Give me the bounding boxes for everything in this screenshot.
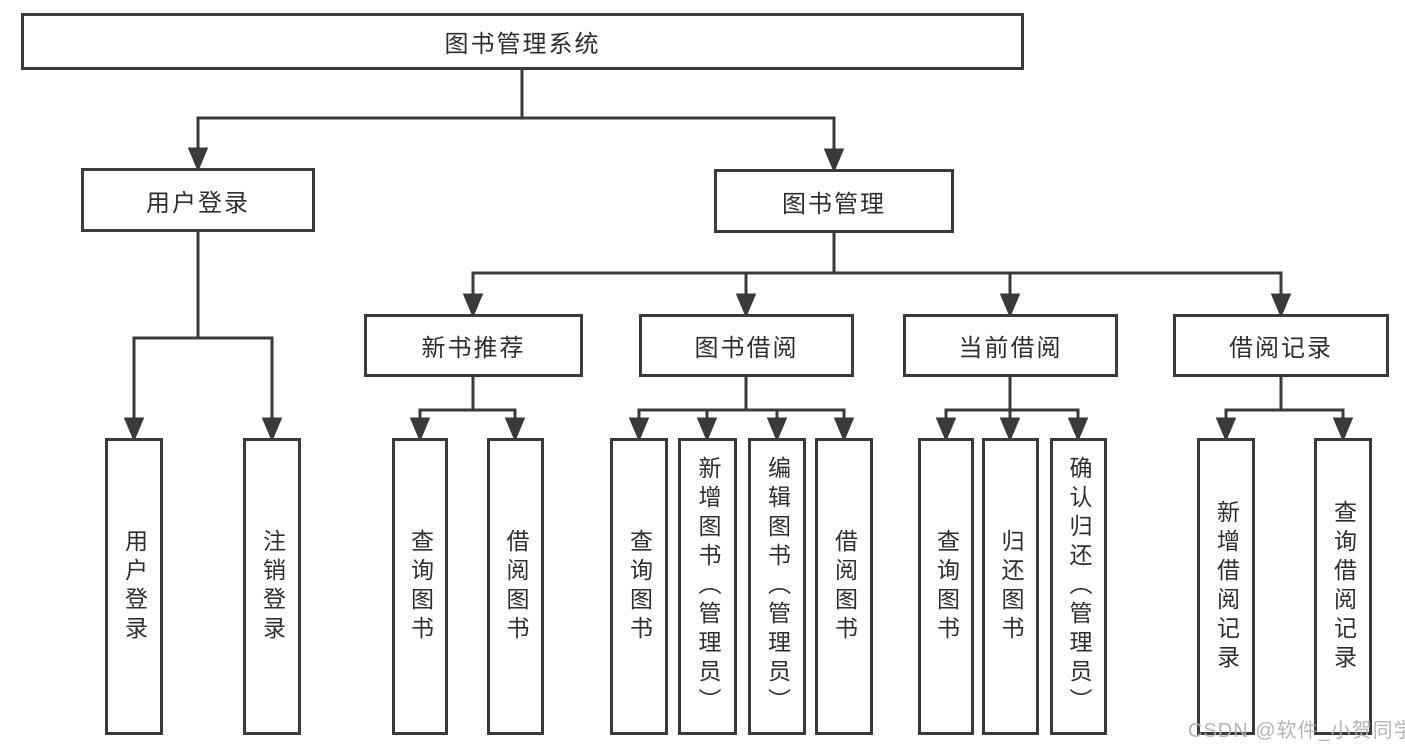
node-root-label: 图书管理系统 [444,31,601,58]
arrowhead [935,417,957,442]
node-user-login-action: 用户登录 [105,438,163,735]
node-borrow-books-1: 借阅图书 [487,438,544,735]
node-query-books-3: 查询图书 [918,438,974,735]
node-current-borrow-label: 当前借阅 [958,335,1063,362]
node-root: 图书管理系统 [21,13,1024,70]
connector-root-to-level2 [187,68,845,173]
arrowhead [409,417,431,442]
node-query-borrow-record-label: 查询借阅记录 [1330,499,1357,674]
node-confirm-return-admin: 确认归还（管理员） [1050,438,1107,735]
arrowhead [735,293,757,318]
node-logout-action: 注销登录 [243,438,301,735]
node-query-books-1-label: 查询图书 [407,528,434,645]
arrowhead [999,417,1021,442]
node-book-management-label: 图书管理 [782,190,886,218]
node-add-books-admin: 新增图书（管理员） [678,438,737,735]
arrowhead [462,293,484,318]
node-edit-books-admin-label: 编辑图书（管理员） [764,456,791,717]
node-book-management: 图书管理 [714,169,954,233]
node-query-books-2: 查询图书 [610,438,668,735]
arrowhead [833,417,855,442]
node-user-login-label: 用户登录 [146,189,250,217]
node-add-books-admin-label: 新增图书（管理员） [695,456,721,717]
connector-book-borrow-group [628,375,855,442]
node-query-books-3-label: 查询图书 [933,528,960,645]
node-borrow-books-1-label: 借阅图书 [503,528,529,645]
node-new-book-recommend-label: 新书推荐 [421,335,526,362]
connector-current-borrow-group [935,375,1089,442]
node-borrow-books-2-label: 借阅图书 [831,528,858,645]
arrowhead [1215,417,1237,442]
node-borrow-books-2: 借阅图书 [815,438,873,735]
node-user-login-action-label: 用户登录 [121,528,148,645]
node-query-books-1: 查询图书 [392,438,448,735]
arrowhead [696,417,718,442]
arrowhead [628,417,650,442]
node-book-borrow: 图书借阅 [639,314,854,377]
node-add-borrow-record-label: 新增借阅记录 [1213,499,1240,674]
node-new-book-recommend: 新书推荐 [364,314,583,377]
arrowhead [1332,417,1354,442]
node-return-books: 归还图书 [982,438,1039,735]
node-return-books-label: 归还图书 [998,528,1024,645]
node-confirm-return-admin-label: 确认归还（管理员） [1066,456,1092,717]
connector-user-login-group [123,230,283,442]
connector-borrow-record-group [1215,375,1354,442]
arrowhead [1270,293,1292,318]
arrowhead [123,417,145,442]
node-book-borrow-label: 图书借阅 [694,335,799,362]
arrowhead [766,417,788,442]
arrowhead [823,148,845,173]
connector-new-books-group [409,375,526,442]
node-edit-books-admin: 编辑图书（管理员） [748,438,806,735]
arrowhead [1067,417,1089,442]
node-current-borrow: 当前借阅 [903,314,1118,377]
arrowhead [261,417,283,442]
arrowhead [187,147,209,172]
arrowhead [504,417,526,442]
connector-book-mgmt-to-level3 [462,231,1292,318]
node-borrow-record: 借阅记录 [1173,314,1389,377]
node-query-borrow-record: 查询借阅记录 [1314,438,1372,735]
node-borrow-record-label: 借阅记录 [1229,335,1333,362]
node-logout-action-label: 注销登录 [259,528,286,645]
node-add-borrow-record: 新增借阅记录 [1197,438,1255,735]
arrowhead [999,293,1021,318]
node-user-login: 用户登录 [81,168,315,232]
node-query-books-2-label: 查询图书 [626,528,653,645]
csdn-watermark: CSDN @软件_小贺同学 [1188,720,1405,742]
